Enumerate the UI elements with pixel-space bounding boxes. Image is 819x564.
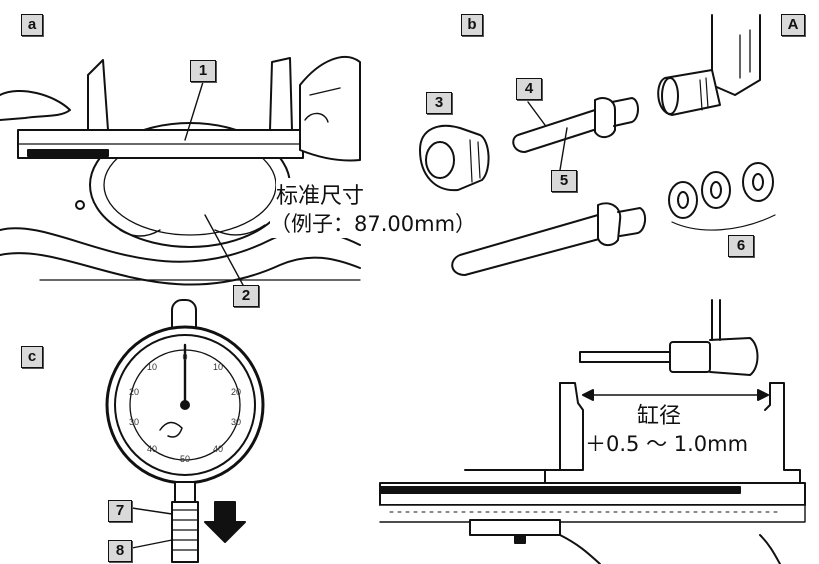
dial-tick-1: 10 [213,362,223,372]
dial-tick-9: 10 [147,362,157,372]
callout-1: 1 [190,60,216,82]
dial-tick-6: 40 [147,444,157,454]
callout-5: 5 [551,170,577,192]
callout-3: 3 [426,92,452,114]
dial-tick-8: 20 [129,387,139,397]
dial-tick-4: 40 [213,444,223,454]
panel-label-c: c [21,346,43,368]
panel-c-drawing [105,299,265,563]
callout-2: 2 [233,285,259,307]
callout-4: 4 [516,78,542,100]
callout-7: 7 [108,500,132,522]
callout-6: 6 [728,235,754,257]
dial-tick-0: 0 [182,352,187,362]
panel-label-a: a [21,14,43,36]
dial-tick-5: 50 [180,454,190,464]
callout-8: 8 [108,540,132,562]
dial-scale: 0 10 20 30 40 50 40 30 20 10 [129,352,241,464]
caption-standard-size: 标准尺寸 [276,178,365,210]
panel-label-b: b [461,14,483,36]
panel-label-A: A [781,14,805,36]
panel-b-drawing [419,14,776,276]
caption-bore: 缸径 [637,398,682,430]
dial-tick-7: 30 [129,417,139,427]
dial-tick-3: 30 [231,417,241,427]
caliper-drawing [379,299,806,564]
dial-tick-2: 20 [231,387,241,397]
caption-example: （例子：87.00mm） [270,208,477,238]
caption-tolerance: ＋0.5 ～ 1.0mm [585,428,749,458]
panel-a-drawing [0,56,361,286]
